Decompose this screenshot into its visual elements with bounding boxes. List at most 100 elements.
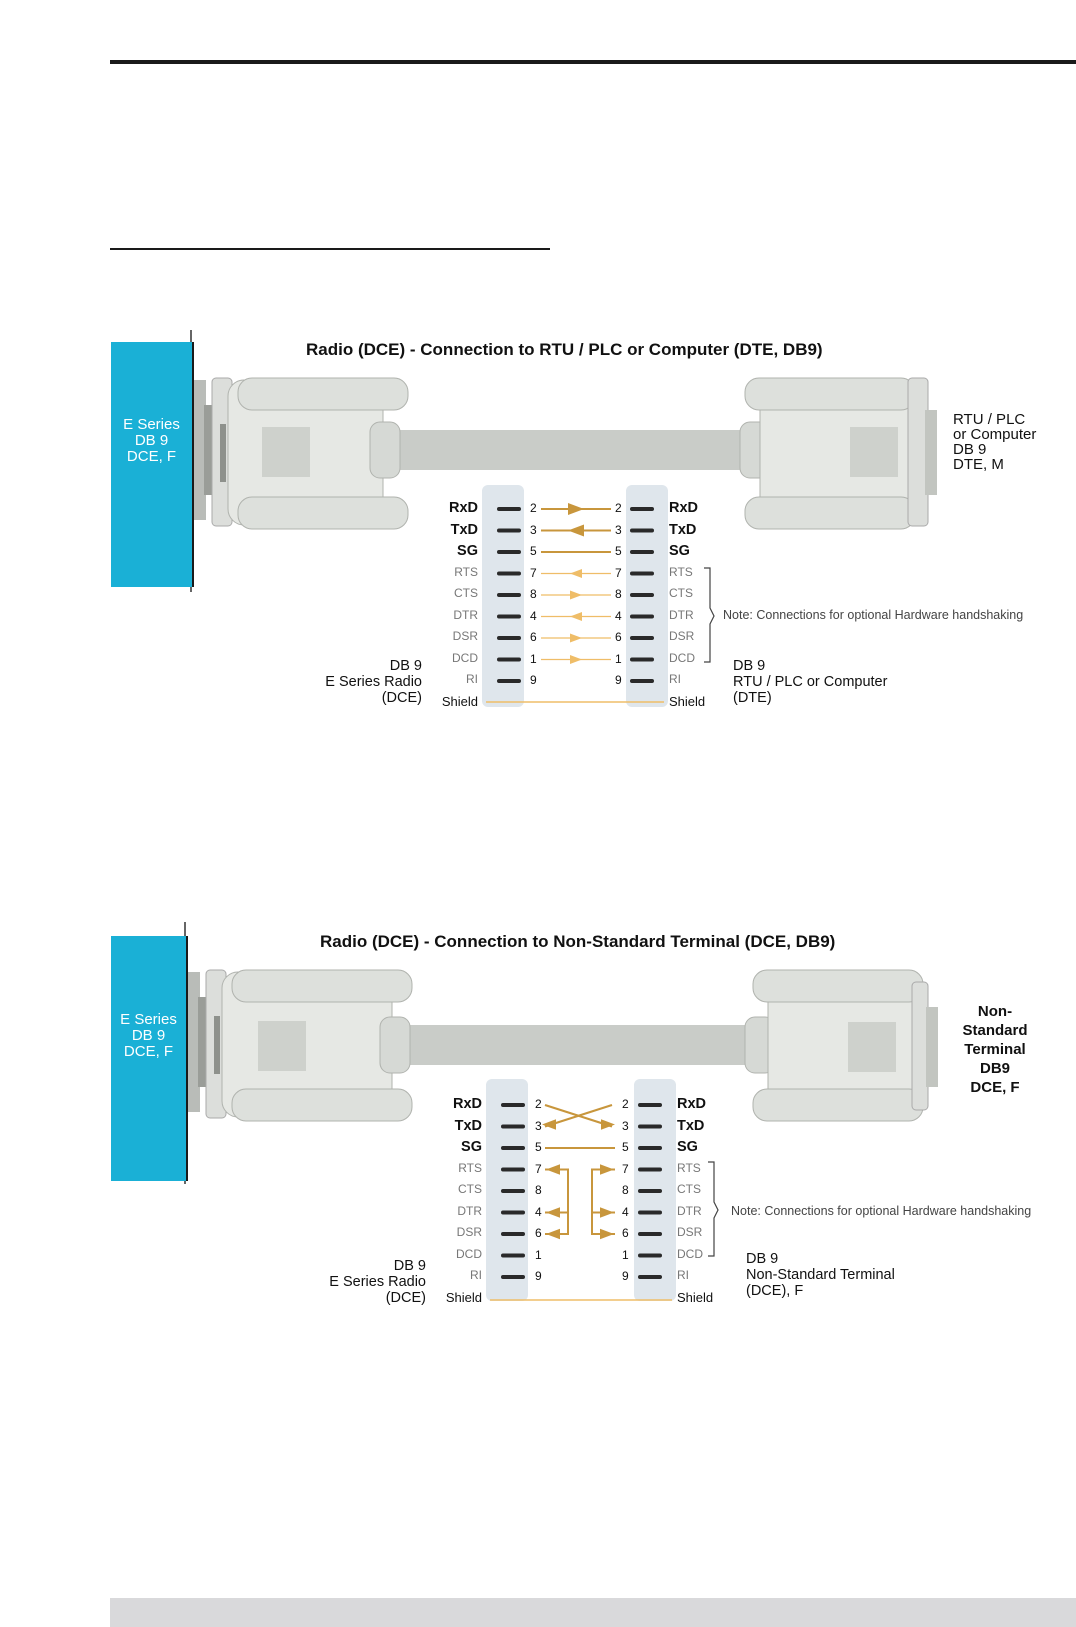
left-pin-name: DSR [452,629,478,643]
pin-socket [638,1210,662,1215]
pin-socket [638,1146,662,1150]
signal-arrow [570,590,582,600]
radio-panel-label: E Series DB 9 DCE, F [120,1011,177,1060]
signal-arrow [570,655,582,664]
left-pin-name: RI [470,1268,482,1282]
pin-socket [497,636,521,640]
left-pin-number: 5 [535,1140,542,1154]
signal-arrow [600,1207,614,1218]
right-pin-number: 2 [622,1097,629,1111]
handshake-brace [708,1161,719,1257]
wire-group [486,503,664,703]
left-pin-number: 6 [530,630,537,644]
diagram-title: Radio (DCE) - Connection to Non-Standard… [320,932,836,951]
loopback-wire [591,1168,615,1235]
right-pin-name: DCD [677,1246,703,1261]
right-pin-name: RI [677,1268,689,1282]
right-pin-name: SG [669,543,690,559]
pin-socket [630,593,654,597]
left-pin-name: RTS [454,564,478,579]
left-pin-number: 6 [535,1226,542,1240]
right-pin-name: RTS [677,1160,701,1175]
diagram-title: Radio (DCE) - Connection to RTU / PLC or… [306,340,823,359]
pin-socket [638,1253,662,1258]
diagram-graphics [190,330,937,707]
pin-socket [501,1253,525,1258]
pin-socket [638,1167,662,1172]
pin-socket [501,1232,525,1236]
right-pin-name: DSR [677,1225,703,1239]
signal-arrow [546,1228,560,1240]
pin-socket [497,657,521,662]
right-pin-number: 5 [615,544,622,558]
pin-socket [501,1189,525,1193]
left-pin-number: 7 [530,565,537,580]
right-pin-number: 3 [622,1118,629,1133]
right-pin-number: 3 [615,522,622,537]
left-pin-name: TxD [450,521,478,538]
pin-socket [638,1189,662,1193]
loopback-wire [545,1168,569,1235]
right-device-label: Non- Standard Terminal DB9 DCE, F [962,1003,1028,1096]
wiring-diagram-dte: Radio (DCE) - Connection to RTU / PLC or… [0,330,1076,730]
right-caption: DB 9 RTU / PLC or Computer (DTE) [733,658,888,706]
right-pin-number: 1 [622,1247,629,1262]
pin-socket [501,1146,525,1150]
left-pin-name: CTS [458,1182,482,1196]
right-pin-name: DCD [669,650,695,665]
signal-arrow [568,524,584,537]
left-pin-number: 8 [530,587,537,601]
pin-socket [497,614,521,619]
right-pin-name: TxD [669,521,697,538]
pin-socket [638,1232,662,1236]
left-pin-name: SG [461,1139,482,1155]
left-db9-connector [192,377,409,530]
right-pin-number: 1 [615,651,622,666]
cable [380,430,760,470]
pin-socket [630,679,654,683]
pin-socket [497,550,521,554]
left-pin-number: 4 [535,1204,542,1219]
right-pin-number: 7 [615,565,622,580]
left-pin-name: DSR [456,1225,482,1239]
left-pin-number: 7 [535,1161,542,1176]
left-pin-number: 4 [530,608,537,623]
left-pin-name: TxD [454,1117,482,1134]
signal-arrow [570,633,582,643]
right-pin-number: 5 [622,1140,629,1154]
left-pin-name: DTR [457,1203,482,1218]
left-pin-name: RTS [458,1160,482,1175]
right-device-label: RTU / PLC or Computer DB 9 DTE, M [953,411,1037,473]
right-pin-name: Shield [677,1289,714,1305]
section-rule [110,248,550,250]
pin-socket [497,507,521,511]
left-pin-name: DCD [456,1246,482,1261]
left-pin-name: DCD [452,650,478,665]
left-db9-connector [186,969,413,1122]
left-pin-number: 1 [530,651,537,666]
pin-socket [630,507,654,511]
signal-arrow [570,569,582,578]
right-pin-number: 4 [622,1204,629,1219]
handshake-brace [704,567,715,663]
radio-panel [111,342,194,587]
right-pin-number: 8 [615,587,622,601]
right-pin-name: CTS [669,586,693,600]
left-pin-number: 5 [530,544,537,558]
pin-socket [630,528,654,533]
right-pin-name: TxD [677,1117,705,1134]
left-pin-number: 1 [535,1247,542,1262]
pin-socket [630,550,654,554]
signal-arrow [546,1164,560,1175]
header-rule [110,60,1076,64]
pin-socket [497,528,521,533]
left-pin-number: 9 [535,1269,542,1283]
pin-socket [501,1210,525,1215]
right-pin-name: DTR [677,1203,702,1218]
pin-socket [630,636,654,640]
signal-arrow [601,1119,615,1130]
footer-bar [110,1598,1076,1627]
right-pin-number: 2 [615,501,622,515]
pin-socket [638,1124,662,1129]
left-pin-name: RI [466,672,478,686]
